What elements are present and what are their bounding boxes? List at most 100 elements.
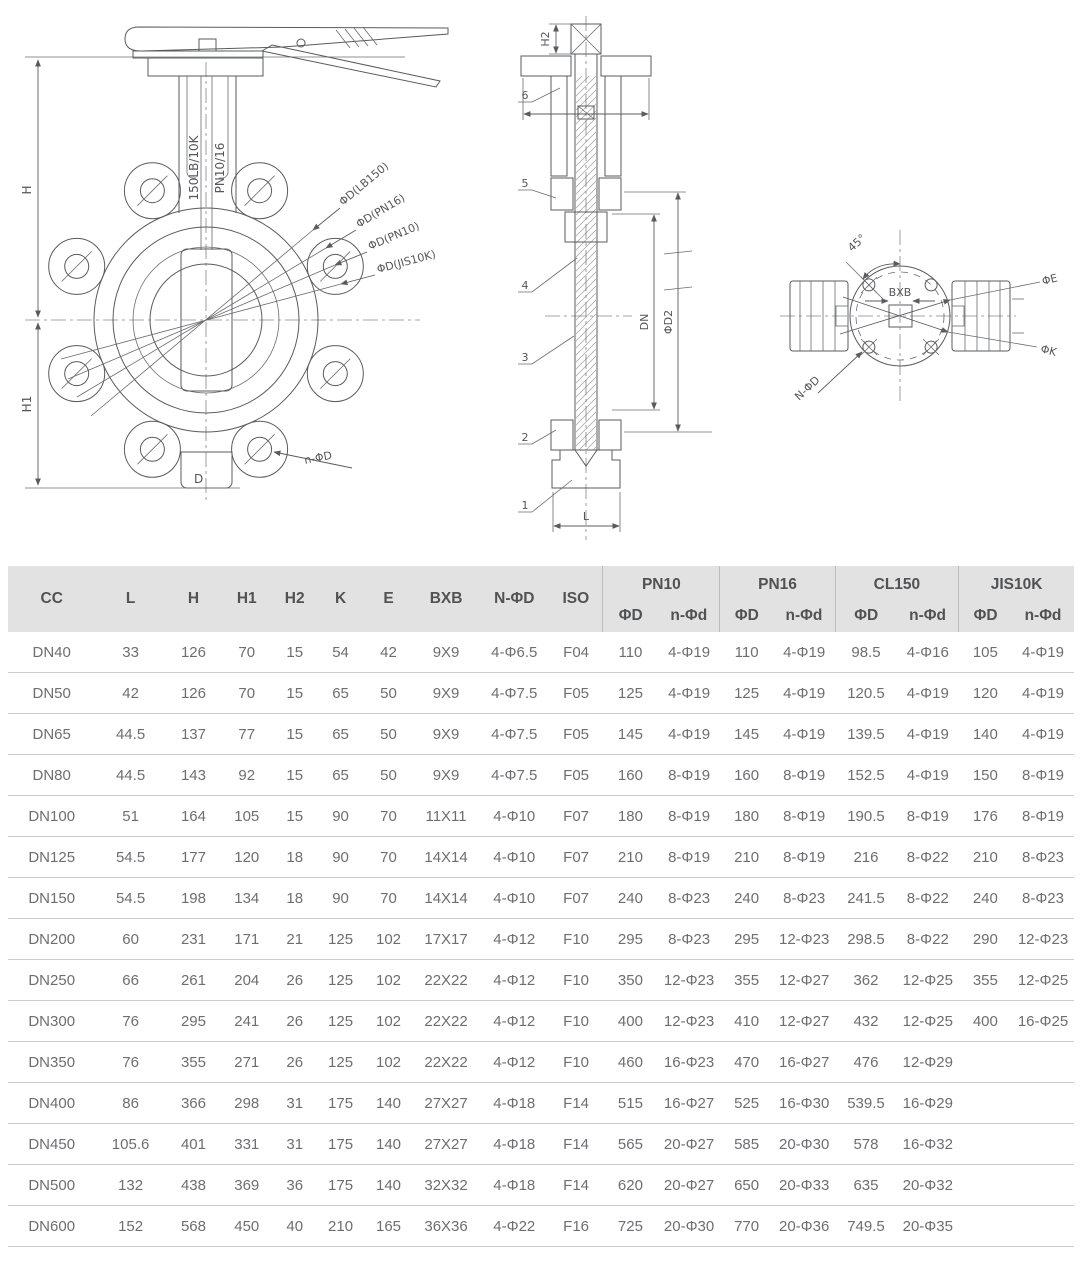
dim-cell: 70 [363, 877, 414, 919]
dim-cell: 18 [272, 836, 318, 878]
sub-header-cl150-nd: n-Φd [896, 604, 959, 632]
dim-cell: 16-Φ30 [773, 1082, 836, 1124]
dim-cell: 8-Φ22 [896, 836, 959, 878]
col-header-h: H [165, 566, 222, 632]
dim-cell: 241.5 [835, 877, 897, 919]
dim-cell [958, 1205, 1012, 1247]
dim-cell: 175 [317, 1164, 364, 1206]
dim-cell: 16-Φ27 [773, 1041, 836, 1083]
dim-cell: 4-Φ19 [1012, 632, 1074, 673]
size-cell: DN80 [8, 754, 96, 796]
dim-cell: 125 [317, 959, 364, 1001]
size-cell: DN500 [8, 1164, 96, 1206]
dim-cell: 102 [363, 918, 414, 960]
dim-cell: 65 [317, 672, 364, 714]
dim-cell: 14X14 [413, 877, 480, 919]
stem-rating-label-2: PN10/16 [213, 143, 227, 194]
col-header-nphid: N-ΦD [479, 566, 550, 632]
disc-hub [564, 211, 608, 243]
dim-cell: 4-Φ19 [658, 713, 720, 755]
dim-cell: 102 [363, 1000, 414, 1042]
dim-cell: 11X11 [413, 795, 480, 837]
dim-cell: 125 [317, 1041, 364, 1083]
dim-cell: 8-Φ19 [658, 836, 720, 878]
dim-cell: 160 [719, 754, 774, 796]
lug [231, 162, 289, 220]
part-3-label: 3 [522, 351, 529, 364]
dim-cell: 120.5 [835, 672, 897, 714]
n-phid-label: n-ΦD [303, 449, 333, 467]
dim-cell: 366 [165, 1082, 222, 1124]
dim-cell: 432 [835, 1000, 897, 1042]
dim-cell: 65 [317, 754, 364, 796]
dim-cell: 4-Φ18 [479, 1123, 550, 1165]
dim-cell: 132 [95, 1164, 166, 1206]
bolt-holes-callout: n-ΦD [273, 449, 353, 469]
dim-cell: 134 [221, 877, 273, 919]
dim-cell: 15 [272, 795, 318, 837]
dim-cell: 539.5 [835, 1082, 897, 1124]
dim-cell: 17X17 [413, 918, 480, 960]
dim-cell: 105.6 [95, 1123, 166, 1165]
col-header-h2: H2 [272, 566, 318, 632]
dim-cell: 125 [317, 1000, 364, 1042]
dim-cell: F10 [549, 959, 603, 1001]
dimension-table: CC L H H1 H2 K E BXB N-ΦD ISO PN10 PN16 … [8, 566, 1074, 1247]
lug [231, 420, 289, 478]
dim-cell: 20-Φ33 [773, 1164, 836, 1206]
bottom-pad [180, 451, 233, 489]
group-header-pn10: PN10 [602, 566, 720, 604]
dim-cell: 8-Φ19 [1012, 754, 1074, 796]
dim-cell: 198 [165, 877, 222, 919]
dim-cell: 16-Φ23 [658, 1041, 720, 1083]
handle-spring-marks [335, 26, 378, 49]
dim-cell: 355 [958, 959, 1012, 1001]
size-cell: DN400 [8, 1082, 96, 1124]
dim-cell: F07 [549, 795, 603, 837]
dim-cell: 16-Φ29 [896, 1082, 959, 1124]
dim-cell: 20-Φ36 [773, 1205, 836, 1247]
dim-cell: 4-Φ12 [479, 1000, 550, 1042]
dim-cell: F05 [549, 754, 603, 796]
dim-cell: 4-Φ12 [479, 959, 550, 1001]
dim-cell [958, 1082, 1012, 1124]
dim-cell: 8-Φ23 [658, 918, 720, 960]
body-left-wing [789, 280, 849, 352]
dim-cell: 31 [272, 1082, 318, 1124]
dim-cell: 20-Φ27 [658, 1164, 720, 1206]
lug-bolt-holes [48, 162, 364, 478]
bolt-hole [860, 338, 878, 356]
top-view: BXB 45° ΦE ΦK N-ΦD [780, 230, 1059, 404]
dim-cell: 171 [221, 918, 273, 960]
dim-cell: 4-Φ10 [479, 795, 550, 837]
dim-cell: 90 [317, 877, 364, 919]
dim-cell: 8-Φ19 [896, 795, 959, 837]
dim-cell: 12-Φ23 [773, 918, 836, 960]
part-5-label: 5 [522, 177, 529, 190]
dim-cell: 298 [221, 1082, 273, 1124]
pad-diameter-callouts: ΦE ΦK [839, 272, 1059, 359]
handle-pivot [296, 38, 306, 48]
bolt-circle-label-pn16: ΦD(PN16) [354, 191, 407, 230]
dim-cell: 44.5 [95, 754, 166, 796]
technical-drawing: 150LB/10K PN10/16 D H [0, 0, 1082, 566]
size-cell: DN300 [8, 1000, 96, 1042]
dim-cell: 152.5 [835, 754, 897, 796]
dim-cell: 4-Φ18 [479, 1082, 550, 1124]
dim-cell: 210 [317, 1205, 364, 1247]
stem-shaft [574, 54, 598, 450]
size-cell: DN150 [8, 877, 96, 919]
dim-cell: 27X27 [413, 1123, 480, 1165]
dim-cell: 36 [272, 1164, 318, 1206]
dimension-h2: H2 [539, 23, 571, 55]
dim-cell: 460 [602, 1041, 659, 1083]
stem-rating-label-1: 150LB/10K [187, 134, 201, 200]
dim-cell: 210 [719, 836, 774, 878]
dim-cell: F07 [549, 836, 603, 878]
pad-bolt-callout: N-ΦD [792, 351, 863, 403]
size-cell: DN450 [8, 1123, 96, 1165]
